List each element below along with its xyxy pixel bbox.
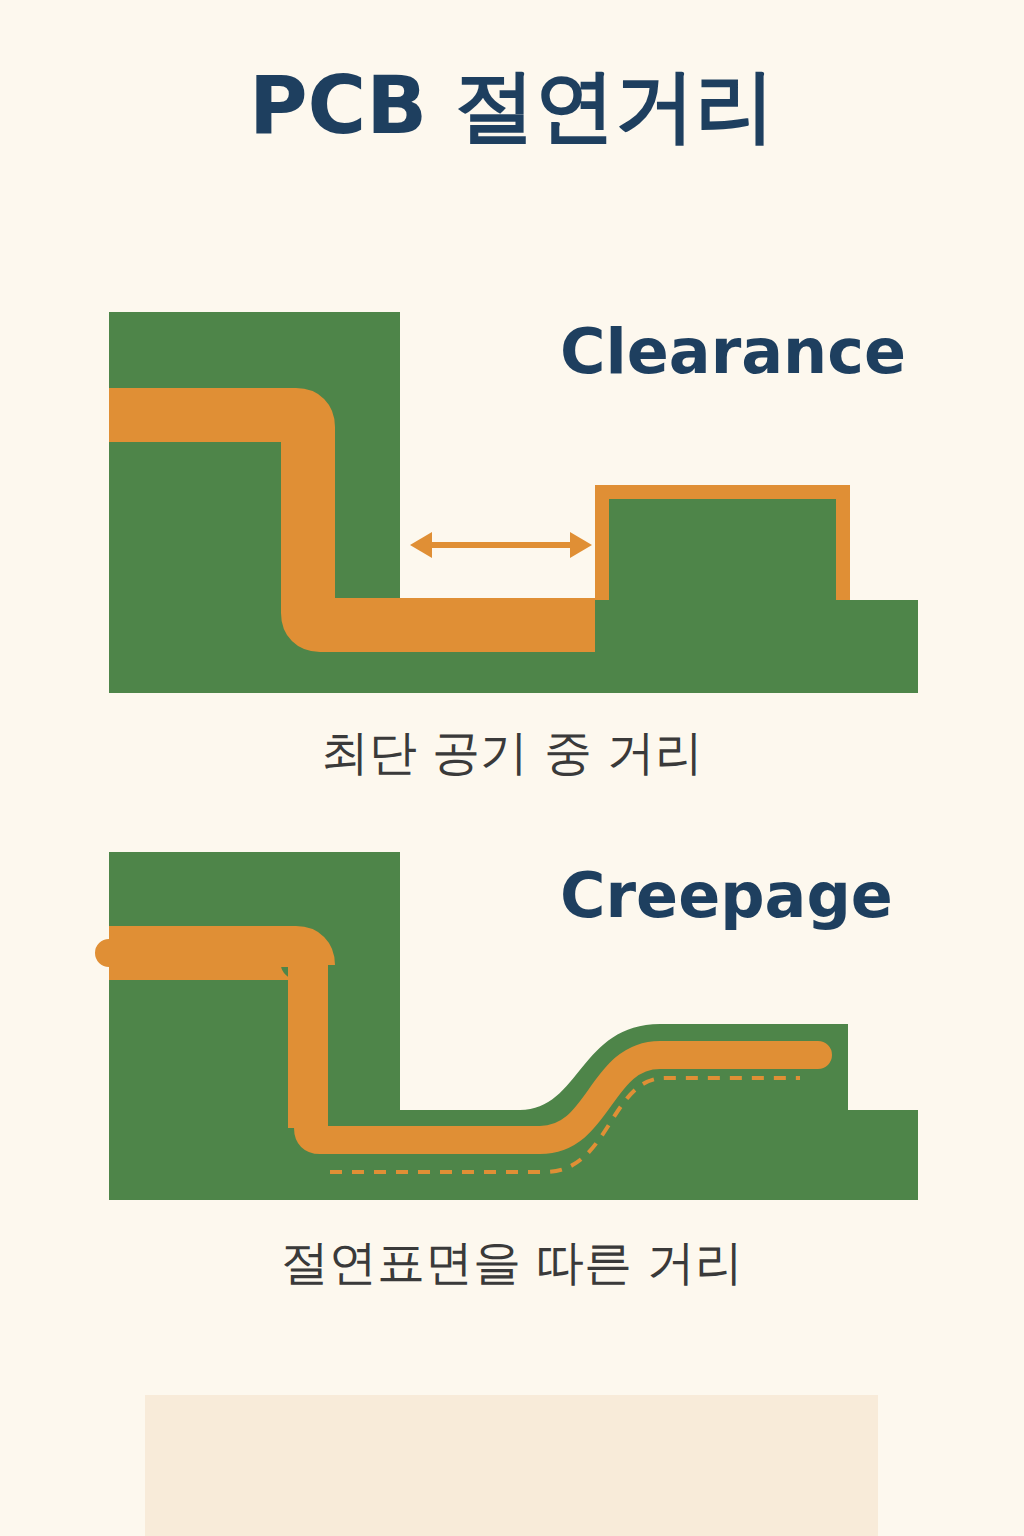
- pcb-step: [109, 312, 400, 612]
- clearance-arrow: [425, 542, 577, 548]
- title: PCB 절연거리: [249, 62, 775, 150]
- copper-trace: [109, 415, 595, 625]
- copper-outline: [602, 492, 843, 600]
- clearance-figure: [109, 312, 918, 693]
- creepage-path: [330, 1078, 800, 1172]
- caption-label: 절연표면을 따른 거리: [281, 1236, 744, 1289]
- caption-label: 최단 공기 중 거리: [321, 726, 703, 779]
- pcb-step: [109, 852, 400, 1122]
- arrow-head: [570, 532, 592, 558]
- bottom-panel: [145, 1395, 878, 1536]
- copper-trace-wide: [288, 960, 328, 1128]
- section-heading: Creepage: [560, 862, 893, 930]
- section-heading: Clearance: [560, 318, 906, 386]
- arrow-head: [410, 532, 432, 558]
- creepage-figure: [109, 852, 918, 1200]
- copper-trace-wide: [109, 953, 308, 965]
- pcb-raised-block: [602, 492, 843, 604]
- copper-trace: [109, 953, 818, 1140]
